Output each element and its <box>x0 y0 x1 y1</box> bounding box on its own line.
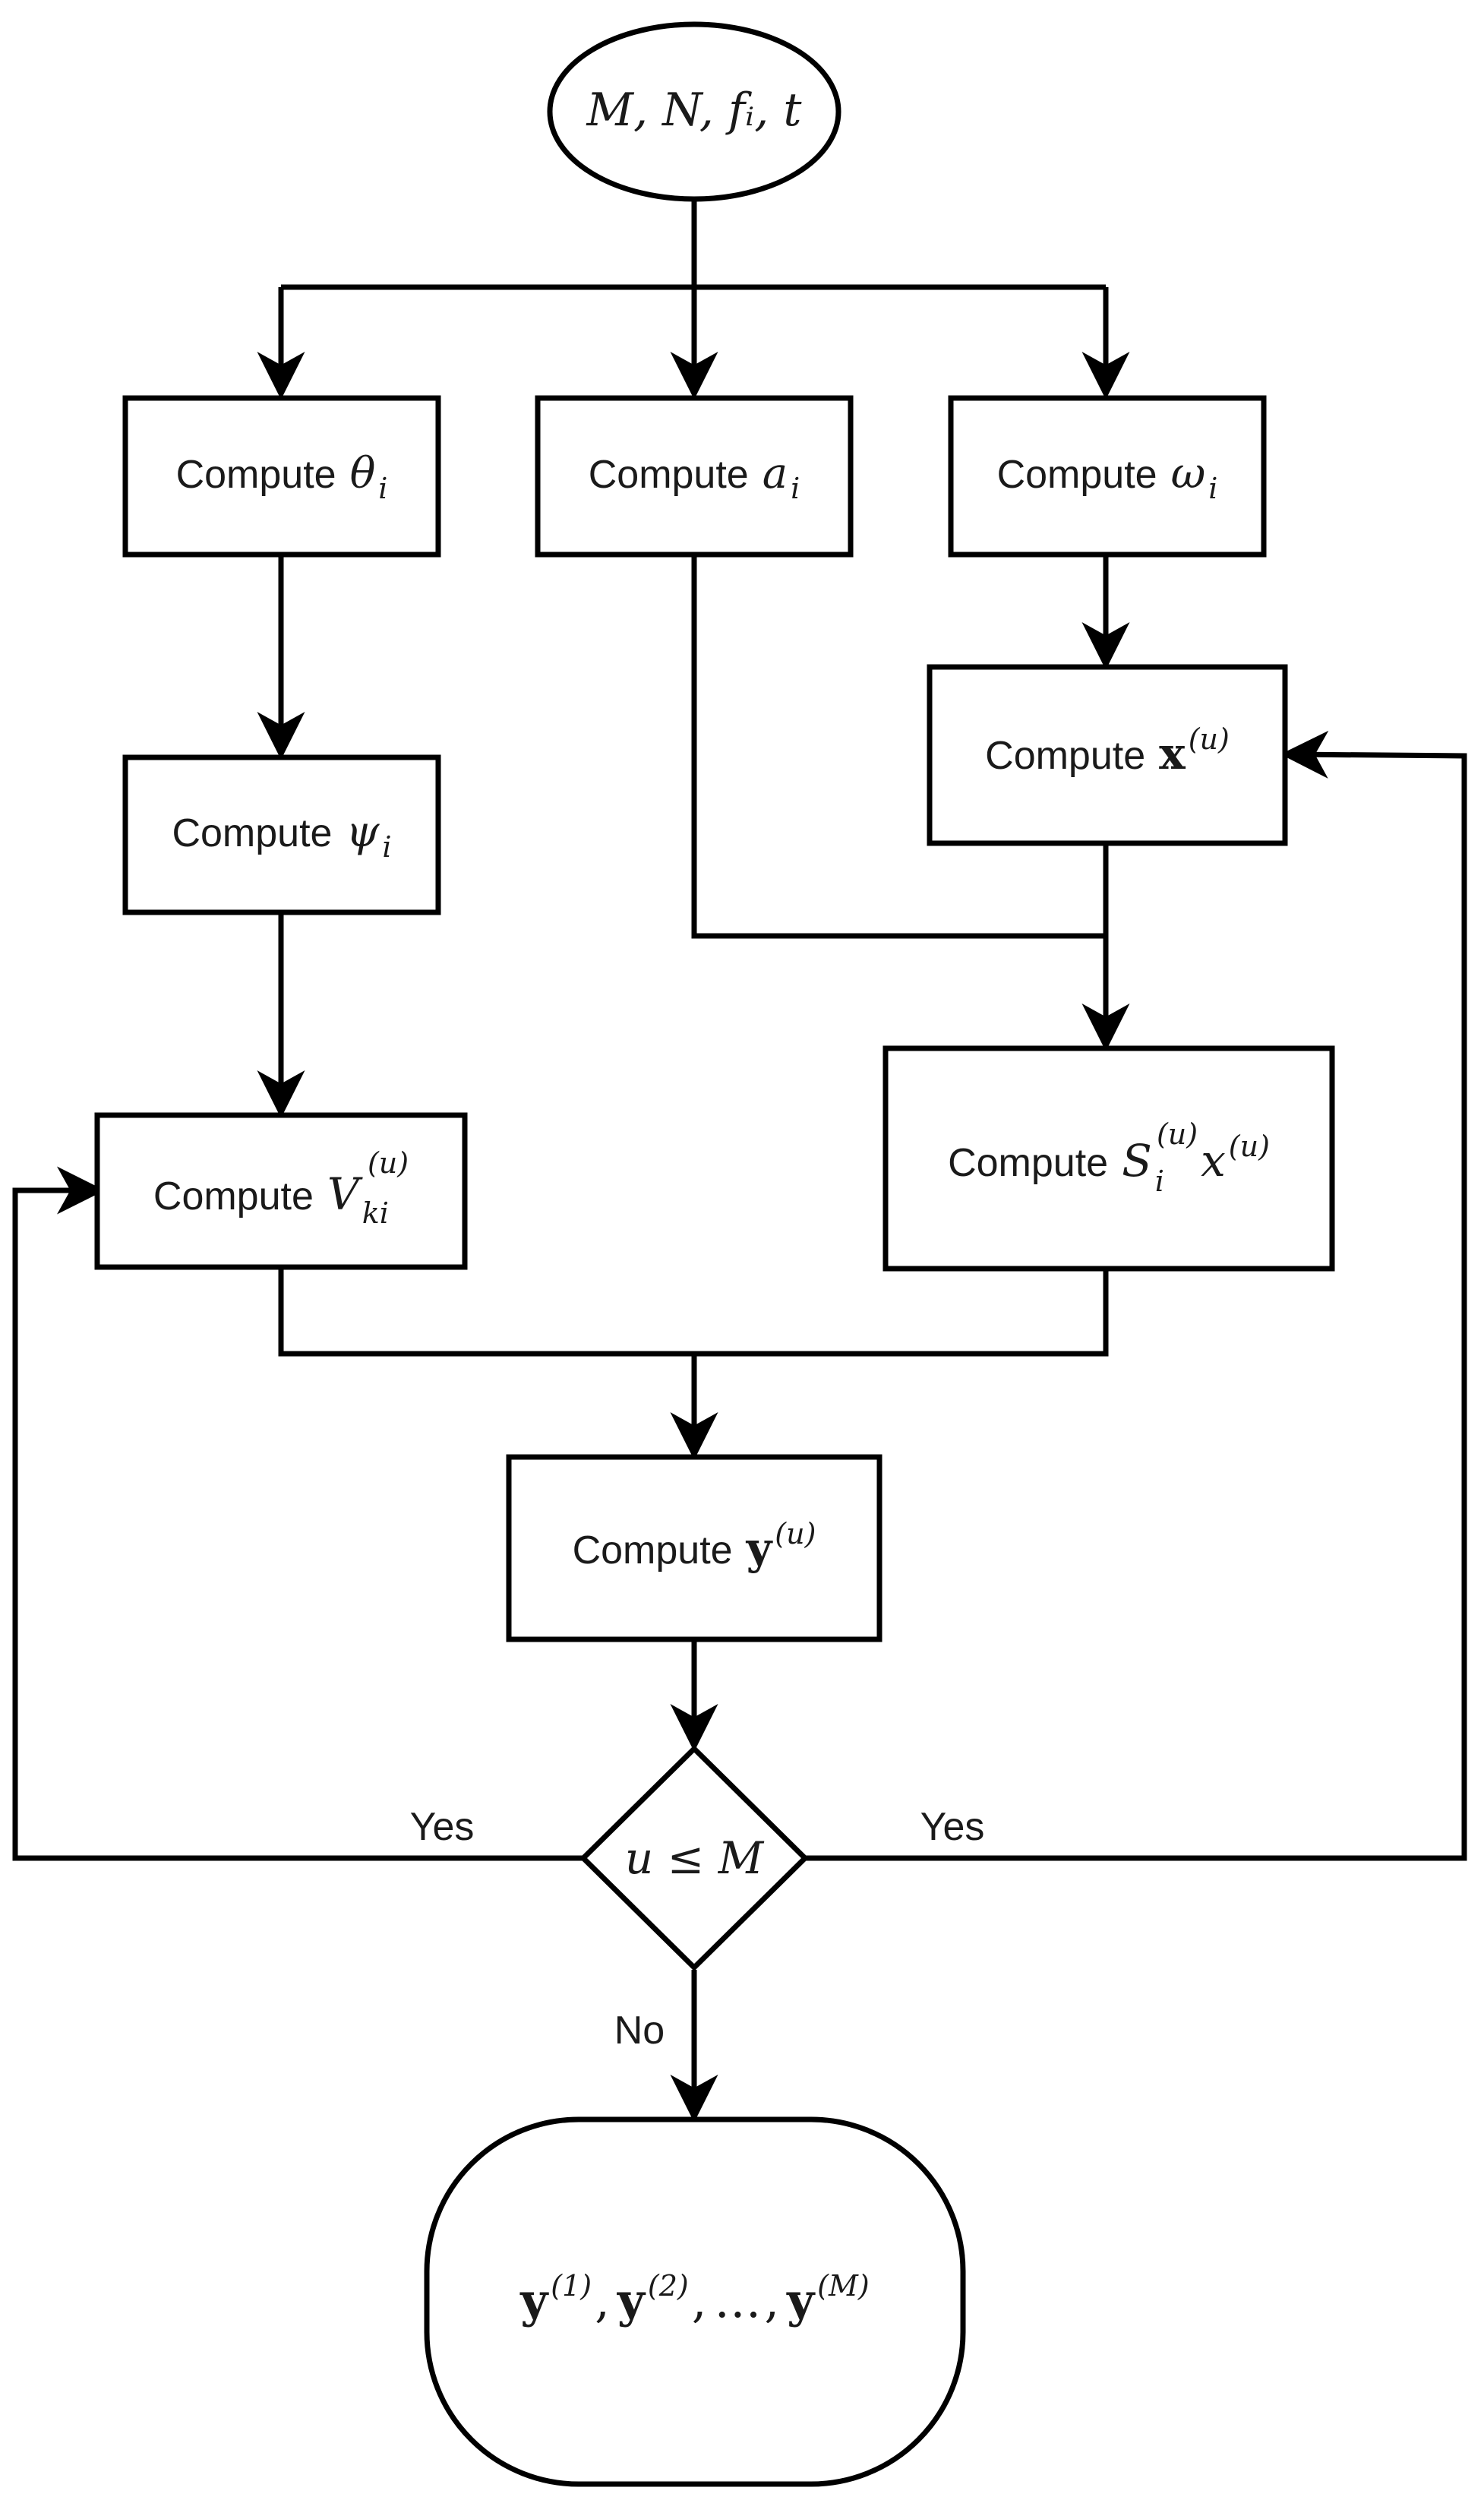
compute-psi-label: Compute ψ i <box>172 808 391 864</box>
compute-theta-label: Compute θ i <box>176 449 388 505</box>
edge-yes-left-loop <box>12 1166 583 1861</box>
compute-v-label: Compute V ki (u) <box>153 1146 409 1230</box>
edge-label-yes-left: Yes <box>410 1805 475 1849</box>
edge-label-yes-right: Yes <box>920 1805 985 1849</box>
compute-omega-node: Compute ω i <box>948 395 1267 558</box>
compute-y-label: Compute y (u) <box>573 1517 816 1574</box>
edge-yes-right-loop <box>805 730 1467 1861</box>
compute-s-label: Compute S i (u) x (u) <box>948 1117 1270 1198</box>
compute-psi-node: Compute ψ i <box>122 754 441 915</box>
end-label: y (1) , y (2) , … , y (M) <box>519 2269 869 2328</box>
compute-x-node: Compute x (u) <box>927 664 1288 846</box>
compute-v-node: Compute V ki (u) <box>94 1112 468 1270</box>
decision-label: u ≤ M <box>625 1832 765 1884</box>
compute-a-label: Compute a i <box>589 449 800 505</box>
compute-theta-node: Compute θ i <box>122 395 441 558</box>
edge-a-to-junction <box>691 556 1106 939</box>
compute-y-node: Compute y (u) <box>506 1454 883 1642</box>
compute-x-label: Compute x (u) <box>985 722 1230 779</box>
edge-label-no: No <box>614 2009 665 2053</box>
compute-s-node: Compute S i (u) x (u) <box>883 1045 1335 1272</box>
compute-a-node: Compute a i <box>535 395 854 558</box>
edges <box>12 199 1467 2122</box>
start-node: M, N, fᵢ, t <box>547 21 841 202</box>
compute-omega-label: Compute ω i <box>997 449 1218 505</box>
start-label: M, N, fᵢ, t <box>586 84 803 137</box>
decision-node: u ≤ M <box>579 1745 809 1971</box>
edge-v-merge <box>278 1269 1109 1357</box>
end-node: y (1) , y (2) , … , y (M) <box>424 2116 966 2487</box>
